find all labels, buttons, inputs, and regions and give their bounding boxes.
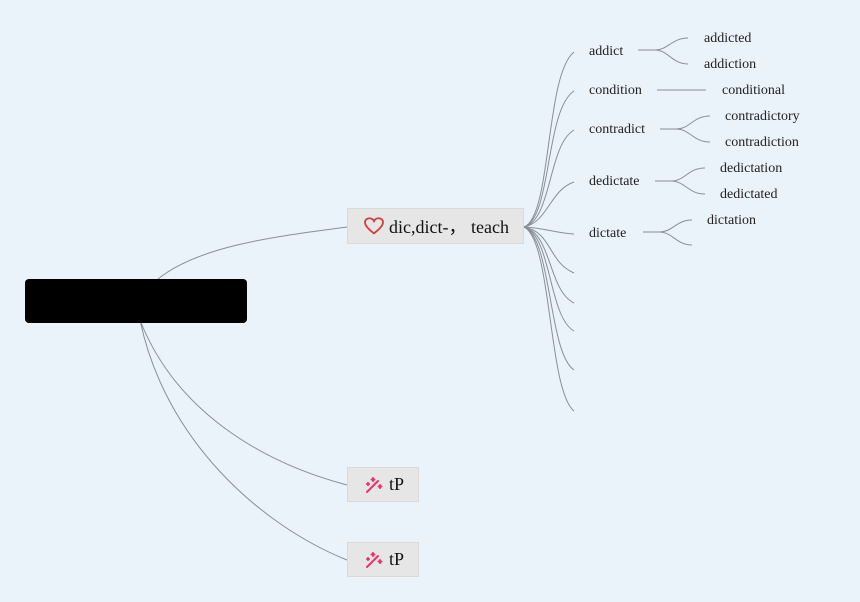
connector-dedictate-2 <box>655 180 706 195</box>
connector-branch-6 <box>523 226 575 274</box>
connector-addict-1 <box>638 37 689 51</box>
connector-branch-4 <box>523 181 575 228</box>
branch-dictate[interactable]: dictate <box>589 226 627 241</box>
branch-contradict[interactable]: contradict <box>589 122 645 137</box>
connector-branch-2 <box>523 90 575 228</box>
leaf-dedictation[interactable]: dedictation <box>720 161 783 176</box>
connector-branch-5 <box>523 226 575 235</box>
connector-branch-9 <box>523 226 575 371</box>
leaf-conditional[interactable]: conditional <box>722 83 785 98</box>
connector-dictate-1 <box>643 219 693 233</box>
secondary-topic-label: tP <box>389 549 405 569</box>
connector-branch-1 <box>523 51 575 228</box>
main-topic-label: dic,dict-， teach <box>389 217 509 237</box>
connector-branch-7 <box>523 226 575 304</box>
heart-icon <box>364 217 384 235</box>
connector-contradict-1 <box>660 115 711 130</box>
connector-root-main <box>157 226 348 280</box>
connector-branch-3 <box>523 129 575 228</box>
secondary-topic-2[interactable]: tP <box>347 542 420 577</box>
secondary-topic-1[interactable]: tP <box>347 467 420 502</box>
connector-dedictate-1 <box>655 167 706 182</box>
connector-addict-2 <box>638 49 689 65</box>
leaf-addicted[interactable]: addicted <box>704 31 752 46</box>
connector-branch-8 <box>523 226 575 332</box>
connector-root-tp1 <box>139 319 348 486</box>
magic-wand-icon <box>364 550 384 570</box>
secondary-topic-label: tP <box>389 474 405 494</box>
connector-contradict-2 <box>660 128 711 143</box>
root-node[interactable] <box>25 279 247 323</box>
leaf-contradiction[interactable]: contradiction <box>725 135 799 150</box>
branch-dedictate[interactable]: dedictate <box>589 174 640 189</box>
connector-dictate-2 <box>643 231 693 246</box>
main-topic-node[interactable]: dic,dict-， teach <box>347 208 524 244</box>
leaf-addiction[interactable]: addiction <box>704 57 757 72</box>
branch-condition[interactable]: condition <box>589 83 642 98</box>
connector-root-tp2 <box>139 319 348 561</box>
leaf-dedictated[interactable]: dedictated <box>720 187 778 202</box>
leaf-dictation[interactable]: dictation <box>707 213 756 228</box>
connector-branch-10 <box>523 226 575 412</box>
branch-addict[interactable]: addict <box>589 44 624 59</box>
leaf-contradictory[interactable]: contradictory <box>725 109 800 124</box>
magic-wand-icon <box>364 475 384 495</box>
